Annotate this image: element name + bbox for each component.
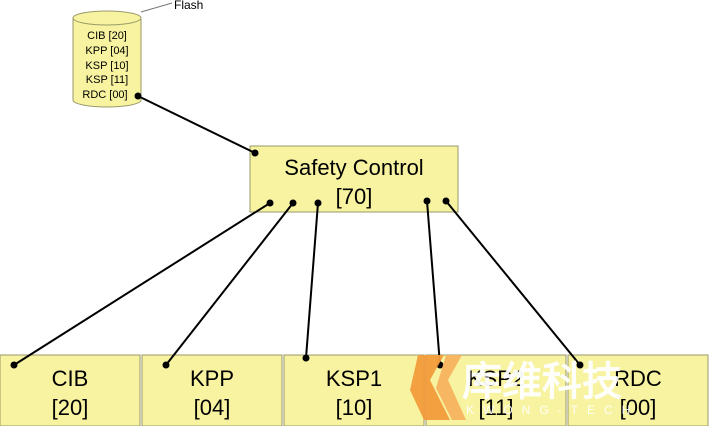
safety-to-rdc-line	[445, 200, 581, 366]
module-node: KPP [04]	[141, 354, 283, 426]
connector-dot	[302, 354, 310, 362]
module-name: KSP1	[326, 366, 382, 391]
connector-dot	[266, 199, 274, 207]
connector-dots	[10, 92, 584, 369]
module-name: RDC	[614, 366, 662, 391]
flash-to-safety-line	[137, 95, 256, 154]
connector-dot	[162, 361, 170, 369]
connector-lines	[13, 95, 581, 366]
watermark-subtext: KWONG-TECH	[466, 403, 639, 417]
module-node: CIB [20]	[0, 354, 141, 426]
connector-dot	[251, 149, 259, 157]
connector-dot	[442, 197, 450, 205]
flash-entry: KSP [11]	[86, 74, 128, 86]
connector-dot	[289, 199, 297, 207]
flash-leader-line	[140, 2, 173, 13]
module-name: KSP2	[468, 366, 524, 391]
logo-mark-icon	[410, 355, 450, 420]
safety-control-node: Safety Control [70]	[249, 145, 459, 213]
module-node: KSP1 [10]	[283, 354, 425, 426]
module-id: [04]	[194, 395, 231, 420]
module-name: KPP	[190, 366, 234, 391]
flash-entry: CIB [20]	[87, 30, 127, 42]
flash-entry: KSP [10]	[85, 60, 128, 72]
safety-to-ksp1-line	[305, 202, 319, 359]
flash-storage: Flash CIB [20] KPP [04] KSP [10] KSP [11…	[72, 0, 203, 108]
connector-dot	[423, 197, 431, 205]
safety-to-kpp-line	[165, 202, 294, 366]
watermark-logo: 库维科技 KWONG-TECH	[410, 355, 639, 420]
module-node: RDC [00]	[567, 354, 709, 426]
flash-entry: KPP [04]	[85, 45, 128, 57]
module-id: [00]	[620, 395, 657, 420]
module-id: [10]	[336, 395, 373, 420]
safety-to-cib-line	[13, 202, 271, 366]
module-name: CIB	[52, 366, 89, 391]
watermark-text: 库维科技	[462, 360, 622, 404]
connector-dot	[134, 92, 142, 100]
safety-to-ksp2-line	[426, 200, 441, 366]
safety-control-id: [70]	[336, 184, 373, 209]
logo-mark-accent-icon	[436, 355, 466, 420]
module-id: [11]	[478, 395, 513, 420]
safety-control-name: Safety Control	[284, 155, 423, 180]
connector-dot	[576, 361, 584, 369]
module-id: [20]	[52, 395, 89, 420]
flash-label: Flash	[174, 0, 203, 12]
connector-dot	[314, 199, 322, 207]
connector-dot	[10, 361, 18, 369]
flash-entry: RDC [00]	[82, 89, 127, 101]
